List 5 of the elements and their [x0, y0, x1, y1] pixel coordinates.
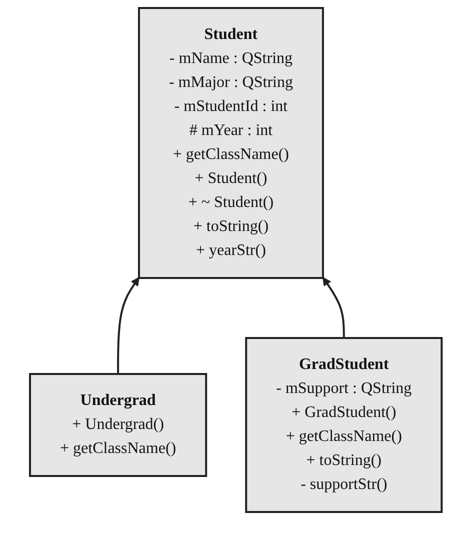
node-box: GradStudent - mSupport : QString + GradStudent() + getClassName() + toString() - supportStr() — [244, 337, 442, 513]
node-box: Student - mName : QString - mMajor : QString - mStudentId : int # mYear : int + getClassName() + Student() + ~ Student() + toString() + yearStr() — [138, 7, 324, 279]
arrow — [116, 277, 140, 374]
arrow — [322, 277, 345, 338]
node-box: Undergrad + Undergrad() + getClassName() — [28, 373, 207, 477]
